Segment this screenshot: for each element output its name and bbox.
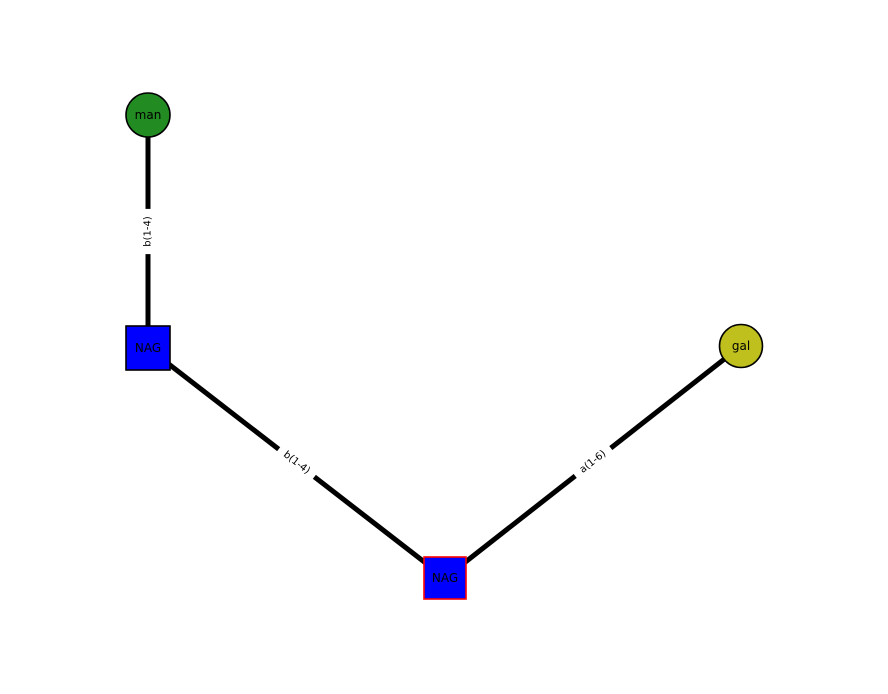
node-NAG2: NAG — [423, 556, 467, 600]
node-man: man — [125, 92, 171, 138]
node-label: NAG — [432, 571, 458, 585]
node-circle-shape — [125, 92, 171, 138]
node-circle-shape — [718, 323, 764, 369]
edge-label-background — [140, 208, 156, 255]
node-square-shape — [125, 325, 171, 371]
node-NAG1: NAG — [125, 325, 171, 371]
node-square-shape — [423, 556, 467, 600]
edge-label-background — [274, 443, 319, 483]
node-label: NAG — [135, 341, 161, 355]
node-gal: gal — [718, 323, 764, 369]
edge-label-text: b(1-4) — [143, 216, 154, 247]
edge-label-NAG2-gal: a(1-6) — [570, 442, 616, 482]
edge-label-man-NAG1: b(1-4) — [140, 208, 156, 255]
node-label: man — [135, 108, 162, 122]
edge-label-background — [570, 442, 616, 482]
edge-label-NAG1-NAG2: b(1-4) — [274, 443, 319, 483]
node-label: gal — [732, 339, 750, 353]
